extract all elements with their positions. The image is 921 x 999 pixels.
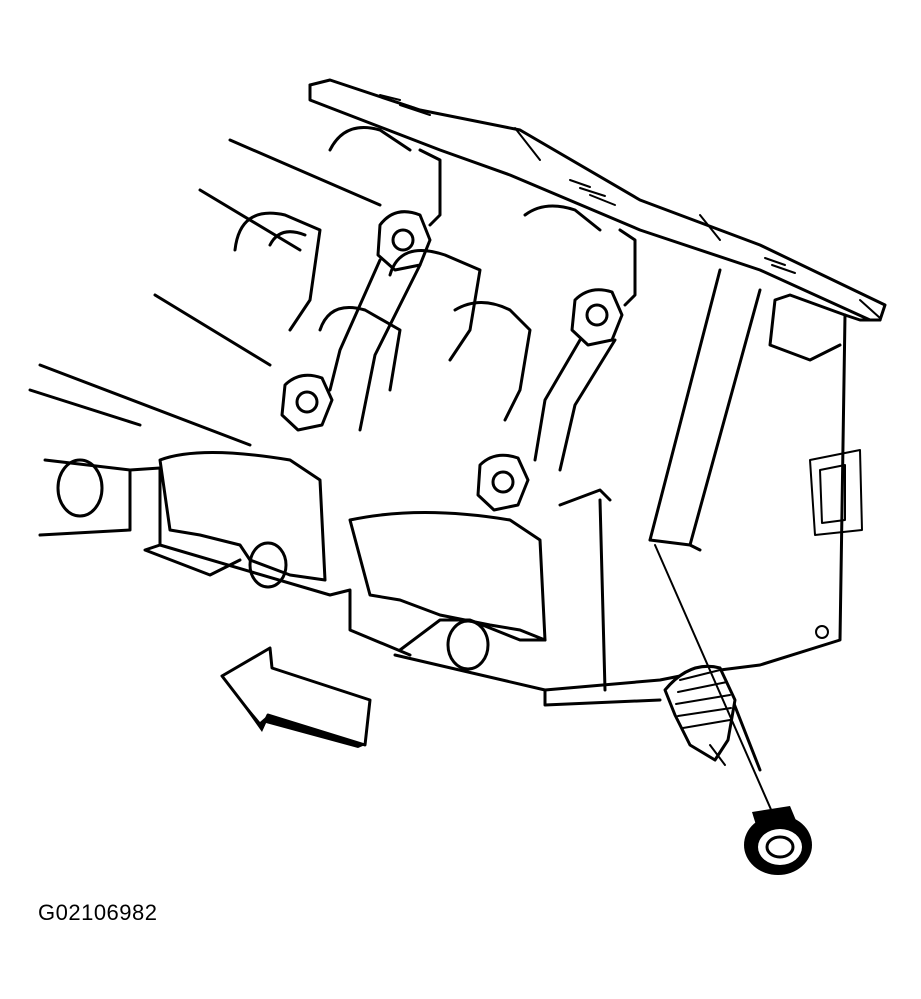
callout-line bbox=[654, 544, 781, 831]
figure-id-label: G02106982 bbox=[38, 900, 158, 925]
drain-plug-icon bbox=[744, 806, 812, 875]
knock-sensor-icon bbox=[663, 664, 737, 766]
direction-arrow-icon bbox=[220, 646, 372, 748]
engine-block-icon bbox=[28, 78, 887, 772]
